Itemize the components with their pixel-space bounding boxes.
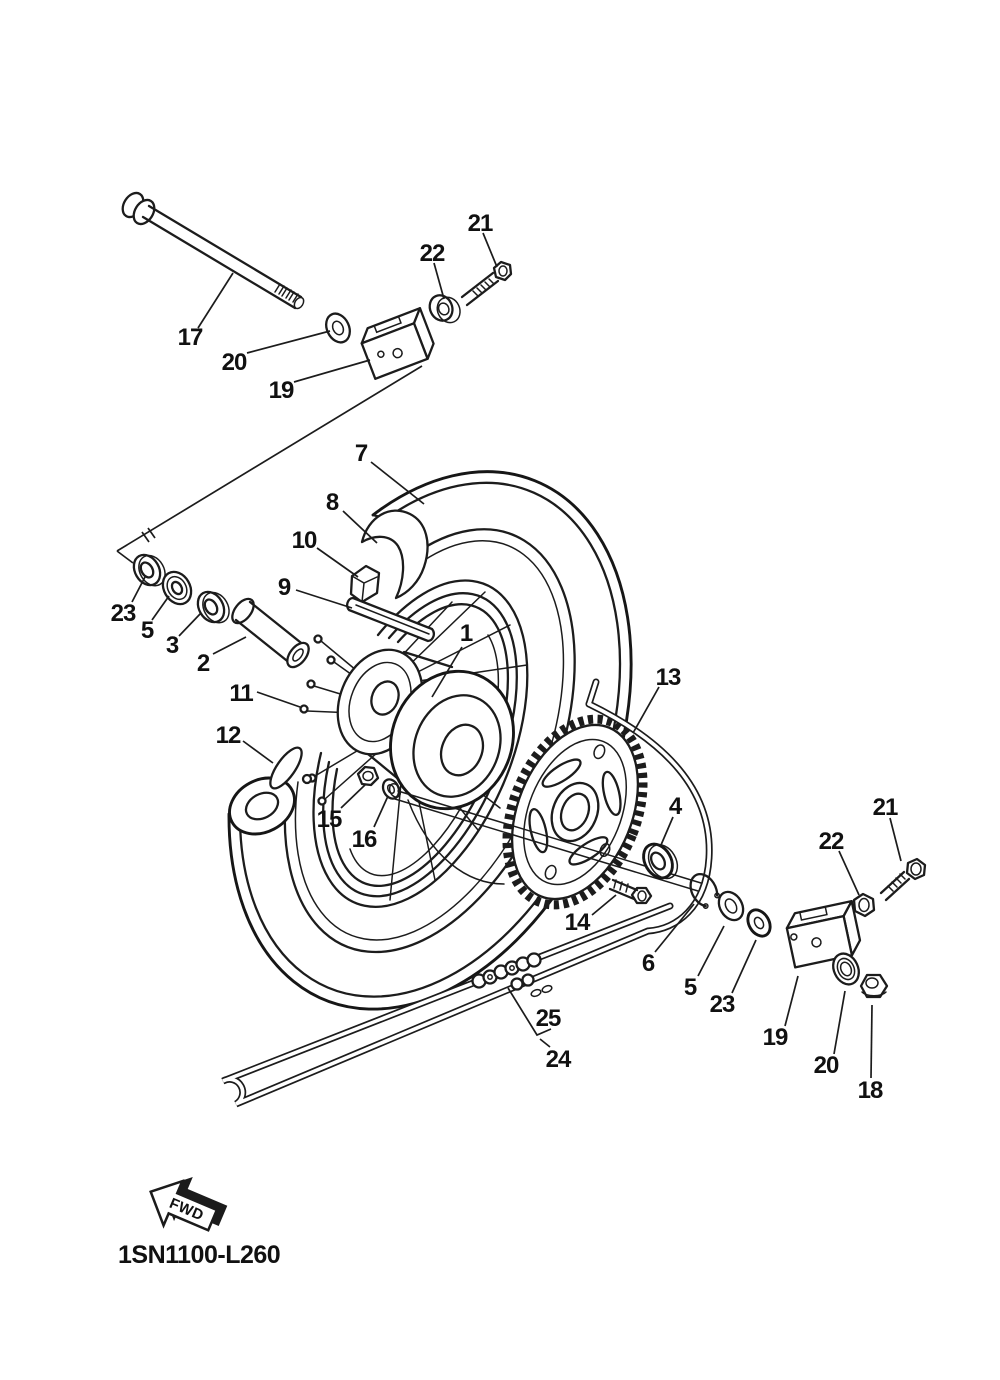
chain-puller-left: [360, 306, 435, 380]
hub-nut: [356, 765, 380, 787]
callout-25: 25: [536, 1005, 561, 1032]
oil-seal-left: [132, 553, 166, 587]
sprocket-bolt: [608, 878, 653, 905]
fwd-arrow-icon: FWD: [149, 1176, 228, 1232]
adjuster-bolt-right: [879, 857, 927, 902]
washer-puller-right: [832, 952, 860, 986]
callout-10: 10: [292, 527, 317, 554]
hub-washer: [381, 778, 402, 800]
callout-16: 16: [352, 826, 377, 853]
chain-puller-right: [785, 900, 862, 969]
callout-20-left: 20: [222, 349, 247, 376]
adjuster-nut-left: [428, 294, 461, 324]
axle-nut: [859, 973, 889, 999]
callout-7: 7: [355, 440, 368, 467]
tube-section: [360, 509, 429, 600]
callout-21-right: 21: [873, 794, 898, 821]
sprocket-collar: [642, 842, 679, 880]
spoke-blade: [269, 746, 303, 790]
diagram-code: 1SN1100-L260: [118, 1241, 280, 1269]
callout-15: 15: [317, 806, 342, 833]
callout-5-left: 5: [141, 617, 154, 644]
callout-labels: 17 20 19 22 21 7 8 10 9 23 5 3 2 11 12 1…: [111, 210, 899, 1104]
callout-9: 9: [278, 574, 291, 601]
rim-band: [346, 596, 435, 643]
callout-8: 8: [326, 489, 339, 516]
callout-12: 12: [216, 722, 241, 749]
callout-13: 13: [656, 664, 681, 691]
rim-lock: [349, 564, 381, 604]
callout-22-right: 22: [819, 828, 844, 855]
callout-19-right: 19: [763, 1024, 788, 1051]
wheel-hub: [336, 648, 515, 885]
circlip: [689, 873, 721, 910]
callout-18: 18: [858, 1077, 883, 1104]
callout-2: 2: [197, 650, 210, 677]
callout-14: 14: [565, 909, 591, 936]
bearing-left: [161, 570, 193, 606]
axle-axis-leader: [116, 365, 423, 564]
callout-1: 1: [460, 620, 473, 647]
callout-17: 17: [178, 324, 203, 351]
chain-joint-links: [471, 952, 553, 998]
callout-6: 6: [642, 950, 655, 977]
adjuster-bolt-left: [460, 260, 513, 307]
callout-4: 4: [669, 793, 683, 820]
adjuster-nut-right: [852, 892, 876, 918]
callout-21-left: 21: [468, 210, 493, 237]
washer-right: [717, 890, 745, 922]
callout-5-right: 5: [684, 974, 697, 1001]
callout-22-left: 22: [420, 240, 445, 267]
leader-lines: [131, 232, 902, 1079]
axle-bolt: [121, 191, 305, 310]
callout-3: 3: [166, 632, 179, 659]
callout-11: 11: [229, 680, 253, 707]
callout-23-right: 23: [710, 991, 735, 1018]
callout-23-left: 23: [111, 600, 136, 627]
tire-section-cut: [228, 776, 296, 836]
callout-24: 24: [546, 1046, 572, 1073]
callout-19-left: 19: [269, 377, 294, 404]
seal-right: [746, 908, 772, 938]
sprocket: [502, 714, 648, 910]
callout-20-right: 20: [814, 1052, 839, 1079]
axle-washer: [325, 312, 351, 344]
seal-left: [196, 590, 230, 624]
axle-spacer: [231, 597, 310, 669]
